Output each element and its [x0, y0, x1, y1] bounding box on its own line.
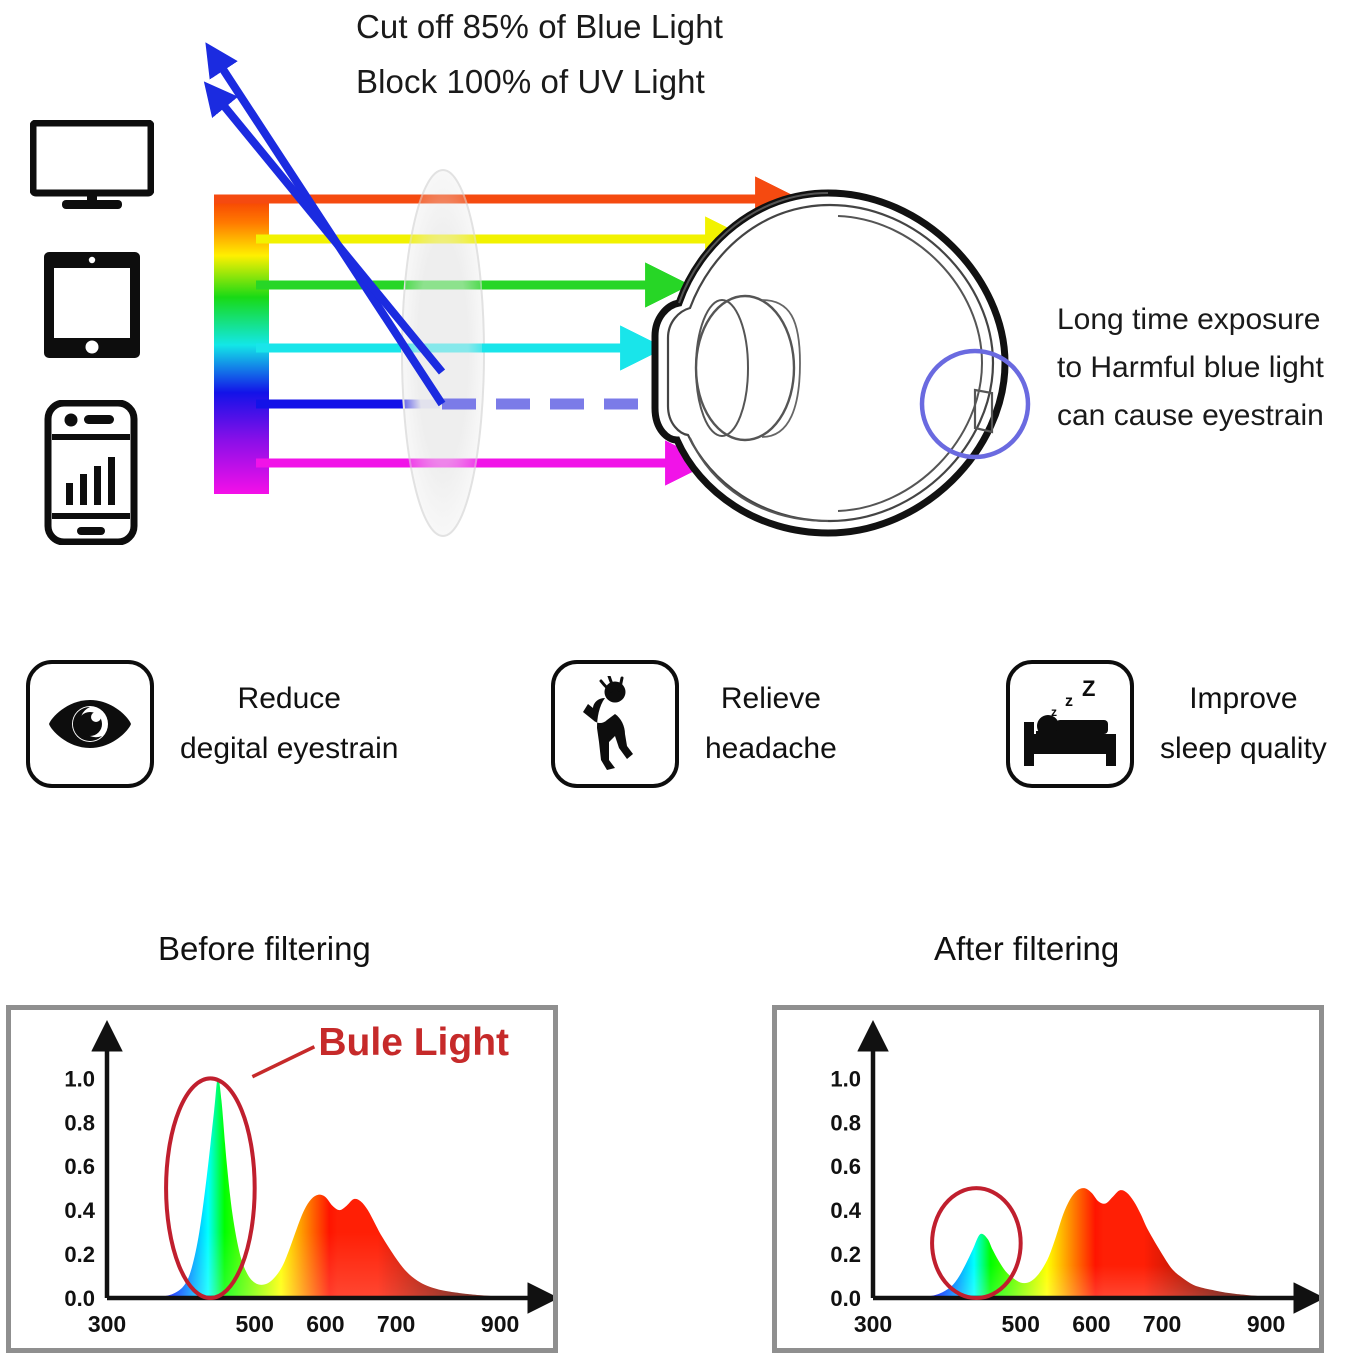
- eye-strain-caption: Long time exposure to Harmful blue light…: [1057, 296, 1372, 440]
- benefit-improve-sleep: Z z z Improve sleep quality: [1006, 660, 1327, 788]
- monitor-icon: [30, 120, 154, 210]
- benefit-line-2: degital eyestrain: [180, 732, 399, 765]
- benefit-line-1: Improve: [1189, 682, 1298, 715]
- svg-text:z: z: [1051, 705, 1057, 719]
- x-tick-label: 300: [854, 1311, 892, 1337]
- x-tick-label: 300: [88, 1311, 126, 1337]
- benefit-relieve-headache: Relieve headache: [551, 660, 837, 788]
- eye-icon: [26, 660, 154, 788]
- eye-strain-caption-line-1: Long time exposure: [1057, 303, 1321, 336]
- y-tick-label: 0.0: [830, 1286, 861, 1311]
- eye-strain-caption-line-2: to Harmful blue light: [1057, 351, 1324, 384]
- y-tick-label: 0.2: [64, 1242, 95, 1267]
- reflected-blue-rays: [203, 42, 446, 407]
- x-tick-label: 700: [1143, 1311, 1181, 1337]
- chart-title-after: After filtering: [934, 930, 1120, 967]
- y-tick-label: 1.0: [830, 1066, 861, 1091]
- x-tick-label: 900: [481, 1311, 519, 1337]
- tablet-icon: [42, 250, 142, 360]
- x-tick-label: 500: [235, 1311, 273, 1337]
- blue-light-diagram: [203, 42, 1031, 537]
- headline-line-1: Cut off 85% of Blue Light: [356, 8, 723, 45]
- x-tick-label: 700: [377, 1311, 415, 1337]
- headache-icon: [551, 660, 679, 788]
- blue-light-highlight-ellipse: [930, 1186, 1023, 1300]
- filter-lens: [401, 169, 485, 537]
- benefit-line-1: Relieve: [720, 682, 821, 715]
- headline-line-2: Block 100% of UV Light: [356, 63, 705, 100]
- svg-text:z: z: [1065, 693, 1073, 710]
- sleep-icon: Z z z: [1006, 660, 1134, 788]
- benefit-line-1: Reduce: [237, 682, 341, 715]
- svg-text:Z: Z: [1082, 676, 1095, 701]
- benefit-reduce-eyestrain: Reduce degital eyestrain: [26, 660, 398, 788]
- eye-strain-caption-line-3: can cause eyestrain: [1057, 399, 1324, 432]
- annotation-leader-line: [251, 1045, 316, 1079]
- benefit-improve-sleep-text: Improve sleep quality: [1160, 674, 1327, 774]
- blue-light-highlight-ellipse: [164, 1076, 257, 1300]
- benefit-relieve-headache-text: Relieve headache: [705, 674, 837, 774]
- y-tick-label: 0.4: [64, 1198, 95, 1223]
- y-tick-label: 0.4: [830, 1198, 861, 1223]
- blue-light-annotation-label: Bule Light: [318, 1021, 509, 1064]
- spectrum-area: [873, 1188, 1293, 1299]
- y-tick-label: 0.6: [64, 1154, 95, 1179]
- x-tick-label: 900: [1247, 1311, 1285, 1337]
- y-tick-label: 0.2: [830, 1242, 861, 1267]
- x-tick-label: 600: [306, 1311, 344, 1337]
- chart-after-filtering: 0.0 0.2 0.4 0.6 0.8 1.0 300 500 600 700 900: [772, 1005, 1324, 1353]
- y-tick-label: 0.0: [64, 1286, 95, 1311]
- y-tick-label: 0.6: [830, 1154, 861, 1179]
- light-rays-right-of-lens: [482, 176, 801, 486]
- benefit-line-2: headache: [705, 732, 837, 765]
- retina-highlight-circle: [919, 348, 1031, 460]
- x-tick-label: 600: [1072, 1311, 1110, 1337]
- benefit-reduce-eyestrain-text: Reduce degital eyestrain: [180, 674, 398, 774]
- eye-diagram: [651, 189, 1031, 537]
- y-tick-label: 0.8: [64, 1110, 95, 1135]
- y-tick-label: 0.8: [830, 1110, 861, 1135]
- spectrum-area: [107, 1078, 527, 1299]
- chart-title-before: Before filtering: [158, 930, 371, 967]
- smartphone-icon: [44, 400, 138, 545]
- y-tick-label: 1.0: [64, 1066, 95, 1091]
- benefit-line-2: sleep quality: [1160, 732, 1327, 765]
- chart-before-filtering: 0.0 0.2 0.4 0.6 0.8 1.0 300 500 600 700 900 Bule Li…: [6, 1005, 558, 1353]
- x-tick-label: 500: [1001, 1311, 1039, 1337]
